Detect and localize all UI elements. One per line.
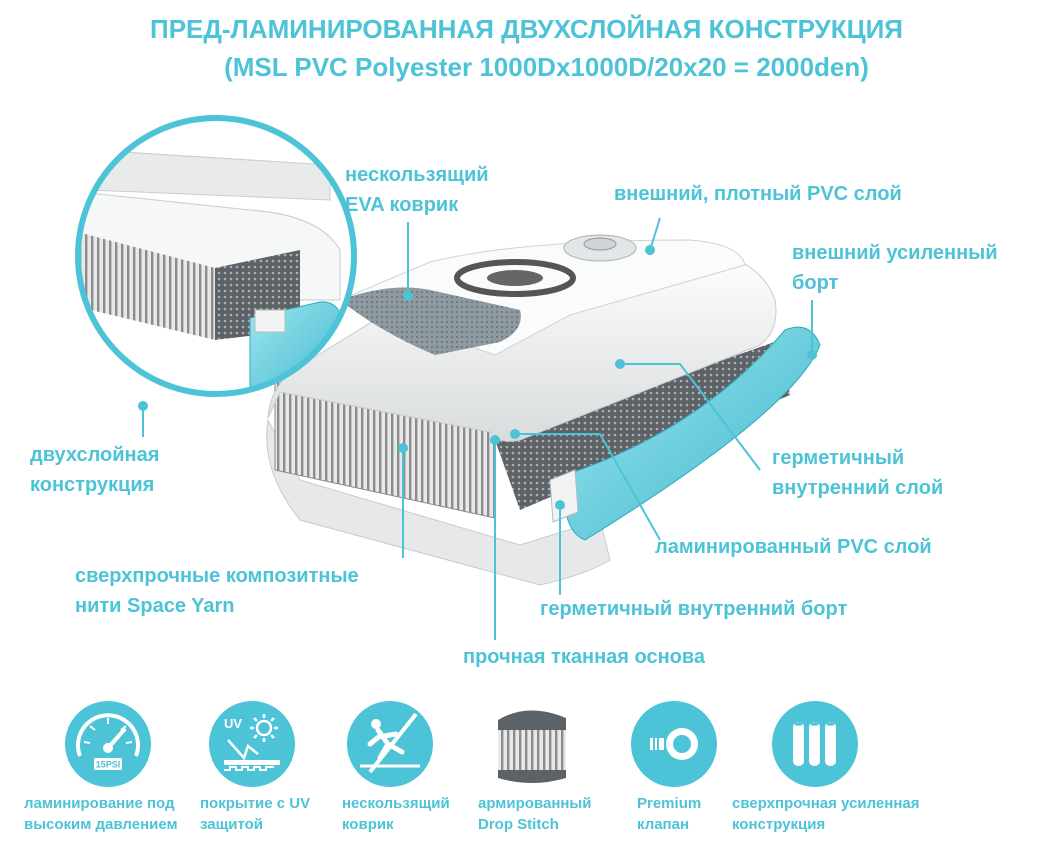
label-outer-rail: внешний усиленный борт — [792, 238, 998, 298]
leader-dot — [510, 429, 520, 439]
zoom-detail — [75, 115, 357, 397]
bottom-shell — [266, 418, 611, 586]
label-line: внешний усиленный — [792, 242, 998, 264]
leader-lines — [138, 217, 817, 640]
drop-stitch-icon — [489, 701, 575, 787]
leader-dot — [138, 401, 148, 411]
woven-side-wall — [495, 340, 790, 510]
feature-label-uv: покрытие с UV защитой — [200, 793, 310, 835]
page-title: ПРЕД-ЛАМИНИРОВАННАЯ ДВУХСЛОЙНАЯ КОНСТРУК… — [150, 14, 903, 44]
leader-laminated-pvc — [515, 433, 661, 541]
label-sealed-inner-rail: герметичный внутренний борт — [540, 598, 848, 620]
label-double-layer: двухслойная конструкция — [30, 440, 159, 500]
feature-label-non-slip: нескользящий коврик — [342, 793, 450, 835]
label-outer-pvc: внешний, плотный PVC слой — [614, 183, 902, 205]
leader-dot — [615, 359, 625, 369]
board-valve-cap — [583, 237, 617, 251]
leader-outer-pvc — [649, 217, 661, 251]
label-line: сверхпрочные композитные — [75, 565, 359, 587]
logo-ring — [454, 259, 576, 297]
uv-text: UV — [224, 716, 242, 731]
leader-dot — [490, 435, 500, 445]
label-line: герметичный — [772, 447, 905, 469]
leader-sealed-inner-layer — [620, 363, 761, 471]
feature-label-line: коврик — [342, 816, 394, 833]
feature-label-line: нескользящий — [342, 795, 450, 812]
label-line: конструкция — [30, 474, 155, 496]
laminated-strip — [549, 469, 579, 523]
valve-icon — [631, 701, 717, 787]
pressure-gauge-icon: 15PSI — [65, 701, 151, 787]
feature-label-line: клапан — [637, 816, 690, 833]
page-subtitle: (MSL PVC Polyester 1000Dx1000D/20x20 = 2… — [224, 52, 869, 82]
feature-label-line: Drop Stitch — [478, 816, 559, 833]
label-line: борт — [792, 272, 839, 294]
label-woven-base: прочная тканная основа — [463, 646, 706, 668]
eva-mat — [340, 287, 521, 355]
feature-label-valve: Premium клапан — [637, 793, 701, 835]
gauge-text: 15PSI — [96, 760, 121, 770]
feature-label-line: конструкция — [732, 816, 826, 833]
outer-rail — [563, 326, 821, 541]
label-laminated-pvc: ламинированный PVC слой — [655, 536, 932, 558]
feature-label-pressure: ламинирование под высоким давлением — [24, 793, 178, 835]
leader-dot — [807, 350, 817, 360]
rails-icon — [772, 701, 858, 787]
zoom-ring — [75, 115, 357, 397]
board-cutaway — [266, 234, 821, 586]
label-line: нити Space Yarn — [75, 595, 235, 617]
feature-label-line: защитой — [200, 816, 264, 833]
feature-label-line: высоким давлением — [24, 816, 178, 833]
leader-dot — [403, 291, 413, 301]
feature-label-line: ламинирование под — [24, 795, 175, 812]
leader-dot — [555, 500, 565, 510]
feature-label-line: покрытие с UV — [200, 795, 311, 812]
leader-dot — [398, 443, 408, 453]
logo-center — [487, 270, 543, 286]
label-line: EVA коврик — [345, 194, 459, 216]
feature-label-line: Premium — [637, 795, 702, 812]
label-line: внутренний слой — [772, 477, 944, 499]
feature-label-drop-stitch: армированный Drop Stitch — [478, 793, 591, 835]
label-eva-mat: нескользящий EVA коврик — [345, 160, 489, 220]
non-slip-icon — [347, 701, 433, 787]
label-line: двухслойная — [30, 444, 160, 466]
label-sealed-inner-layer: герметичный внутренний слой — [772, 443, 943, 503]
label-space-yarn: сверхпрочные композитные нити Space Yarn — [75, 561, 359, 621]
feature-label-line: сверхпрочная усиленная — [732, 795, 920, 812]
feature-label-construction: сверхпрочная усиленная конструкция — [732, 793, 919, 835]
feature-label-line: армированный — [478, 795, 592, 812]
leader-dot — [645, 245, 655, 255]
uv-sun-icon: UV — [209, 701, 295, 787]
label-line: нескользящий — [345, 164, 489, 186]
